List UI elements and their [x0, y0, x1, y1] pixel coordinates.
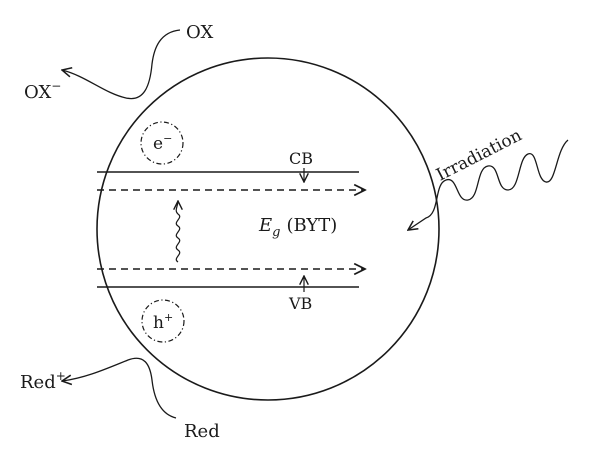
electron-base: e — [153, 134, 163, 154]
band-gap-symbol: E — [258, 215, 272, 236]
red-oxidation-arrow — [62, 357, 177, 419]
band-gap-sub: g — [272, 225, 280, 240]
hole-sup: + — [164, 311, 173, 324]
red-plus-label: Red+ — [20, 369, 66, 393]
red-plus-base: Red — [20, 372, 56, 393]
ox-minus-sup: − — [51, 79, 61, 93]
semiconductor-particle — [96, 57, 440, 401]
cb-label: CB — [289, 149, 313, 168]
red-plus-sup: + — [56, 369, 66, 383]
ox-minus-base: OX — [24, 82, 51, 103]
vb-label: VB — [288, 294, 312, 313]
ox-minus-label: OX− — [24, 79, 61, 103]
band-gap-material: (BYT) — [286, 215, 337, 236]
electron-label: e− — [153, 132, 172, 154]
hole-base: h — [153, 313, 164, 333]
hole-circle — [141, 299, 185, 343]
hole-label: h+ — [153, 311, 173, 333]
electron-circle — [140, 121, 184, 165]
band-gap-label: Eg (BYT) — [258, 215, 337, 240]
red-label: Red — [184, 421, 220, 442]
ox-reduction-arrow — [62, 29, 181, 100]
ox-label: OX — [186, 22, 213, 43]
electron-sup: − — [163, 132, 172, 145]
excitation-wavy-arrow — [176, 201, 180, 263]
irradiation-wavy-arrow — [408, 139, 569, 230]
